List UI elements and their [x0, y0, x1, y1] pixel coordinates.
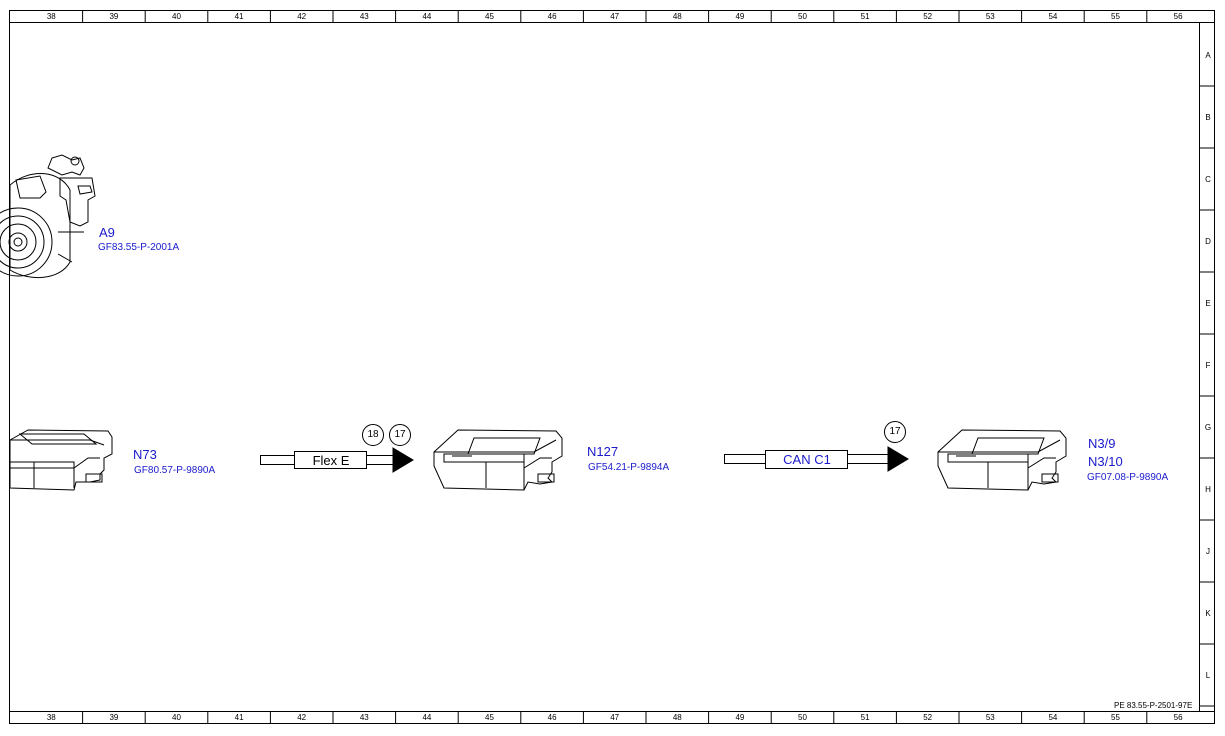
column-number-top: 49 [735, 12, 745, 21]
column-number-top: 39 [109, 12, 119, 21]
column-ticks [82, 10, 1148, 723]
n3-control-unit-image [937, 429, 1067, 491]
row-letter: K [1205, 609, 1211, 618]
flex-e-ref-circle-18[interactable]: 18 [362, 424, 384, 446]
row-letter: E [1205, 299, 1211, 308]
column-number-top: 46 [547, 12, 557, 21]
column-number-bottom: 44 [422, 713, 432, 722]
column-number-top: 53 [985, 12, 995, 21]
flex-e-ref-circle-17[interactable]: 17 [389, 424, 411, 446]
n3-ref-link[interactable]: GF07.08-P-9890A [1087, 472, 1169, 483]
column-number-top: 55 [1111, 12, 1120, 21]
column-number-bottom: 38 [46, 713, 56, 722]
document-reference: PE 83.55-P-2501-97E [1114, 701, 1193, 710]
column-number-top: 52 [923, 12, 933, 21]
column-number-top: 51 [860, 12, 870, 21]
column-number-bottom: 56 [1173, 713, 1183, 722]
a9-code-label[interactable]: A9 [99, 225, 115, 240]
n73-ref-link[interactable]: GF80.57-P-9890A [134, 465, 216, 476]
column-number-bottom: 47 [610, 713, 620, 722]
row-letter: A [1205, 51, 1211, 60]
column-number-bottom: 45 [485, 713, 494, 722]
column-number-bottom: 49 [735, 713, 745, 722]
column-number-bottom: 53 [985, 713, 995, 722]
column-number-bottom: 46 [547, 713, 557, 722]
n73-code-label[interactable]: N73 [133, 447, 157, 462]
n3-10-code-label[interactable]: N3/10 [1088, 454, 1123, 469]
column-number-bottom: 51 [860, 713, 870, 722]
n127-code-label[interactable]: N127 [587, 444, 619, 459]
column-number-bottom: 39 [109, 713, 119, 722]
column-number-bottom: 42 [297, 713, 307, 722]
column-number-bottom: 50 [798, 713, 807, 722]
column-number-bottom: 43 [359, 713, 369, 722]
can-c1-ref-circle-17[interactable]: 17 [884, 421, 906, 443]
column-number-top: 56 [1173, 12, 1183, 21]
column-number-bottom: 48 [672, 713, 682, 722]
column-number-bottom: 40 [172, 713, 181, 722]
row-letter: J [1206, 547, 1210, 556]
column-number-bottom: 55 [1111, 713, 1120, 722]
column-number-top: 44 [422, 12, 432, 21]
column-number-bottom: 52 [923, 713, 933, 722]
row-letter: B [1205, 113, 1211, 122]
n127-control-unit-image [433, 429, 563, 491]
column-number-top: 45 [485, 12, 494, 21]
column-number-bottom: 54 [1048, 713, 1058, 722]
column-number-top: 47 [610, 12, 620, 21]
column-number-bottom: 41 [234, 713, 244, 722]
column-number-top: 48 [672, 12, 682, 21]
flex-e-bus-arrow [260, 447, 414, 473]
a9-ref-link[interactable]: GF83.55-P-2001A [98, 242, 180, 253]
column-number-top: 38 [46, 12, 56, 21]
row-letter: F [1205, 361, 1211, 370]
column-number-top: 40 [172, 12, 181, 21]
row-letter: D [1205, 237, 1211, 246]
column-number-top: 54 [1048, 12, 1058, 21]
row-letter: C [1205, 175, 1211, 184]
n127-ref-link[interactable]: GF54.21-P-9894A [588, 462, 670, 473]
column-number-top: 43 [359, 12, 369, 21]
n3-9-code-label[interactable]: N3/9 [1088, 436, 1116, 451]
can-c1-bus-arrow [724, 446, 909, 472]
row-letter: L [1205, 671, 1211, 680]
column-number-top: 50 [798, 12, 807, 21]
flex-e-bus-label[interactable]: Flex E [312, 453, 350, 468]
row-letter: G [1204, 423, 1212, 432]
column-number-top: 42 [297, 12, 307, 21]
sheet-frame [9, 10, 1215, 724]
n73-control-unit-image [9, 429, 113, 491]
row-letter: H [1205, 485, 1211, 494]
a9-compressor-image [0, 154, 96, 279]
column-number-top: 41 [234, 12, 244, 21]
can-c1-bus-label[interactable]: CAN C1 [783, 452, 831, 467]
row-ticks [1200, 85, 1214, 707]
